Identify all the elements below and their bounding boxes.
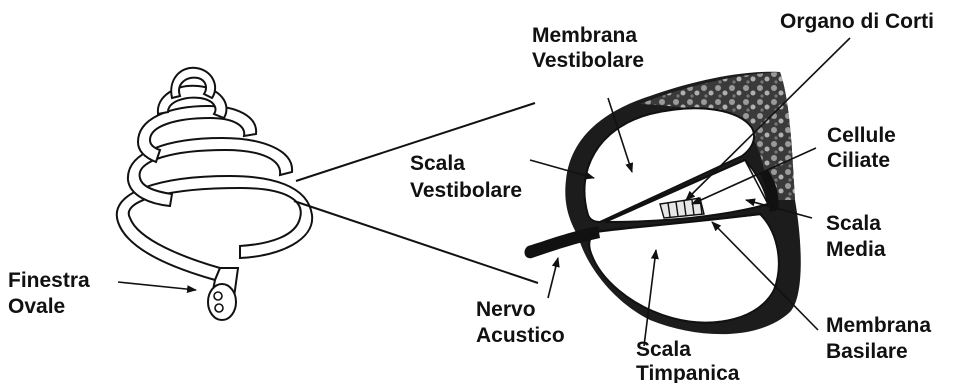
label-scala-media: Scala Media [826, 212, 887, 261]
label-scala-vestibolare: Scala Vestibolare [410, 152, 522, 202]
label-membrana-vestibolare: Membrana Vestibolare [532, 24, 644, 72]
projection-line-lower [294, 201, 538, 283]
label-organo-di-corti: Organo di Corti [780, 10, 934, 33]
label-finestra-ovale: Finestra Ovale [8, 269, 96, 318]
scala-timpanica-region [589, 214, 779, 323]
pointer-nervo-acustico [548, 258, 558, 298]
pointer-finestra-ovale [118, 282, 196, 290]
label-membrana-basilare: Membrana Basilare [826, 314, 937, 363]
label-scala-timpanica: Scala Timpanica [636, 338, 740, 383]
label-cellule-ciliate: Cellule Ciliate [827, 124, 902, 172]
label-nervo-acustico: Nervo Acustico [476, 298, 565, 347]
cochlea-coil [117, 68, 312, 320]
